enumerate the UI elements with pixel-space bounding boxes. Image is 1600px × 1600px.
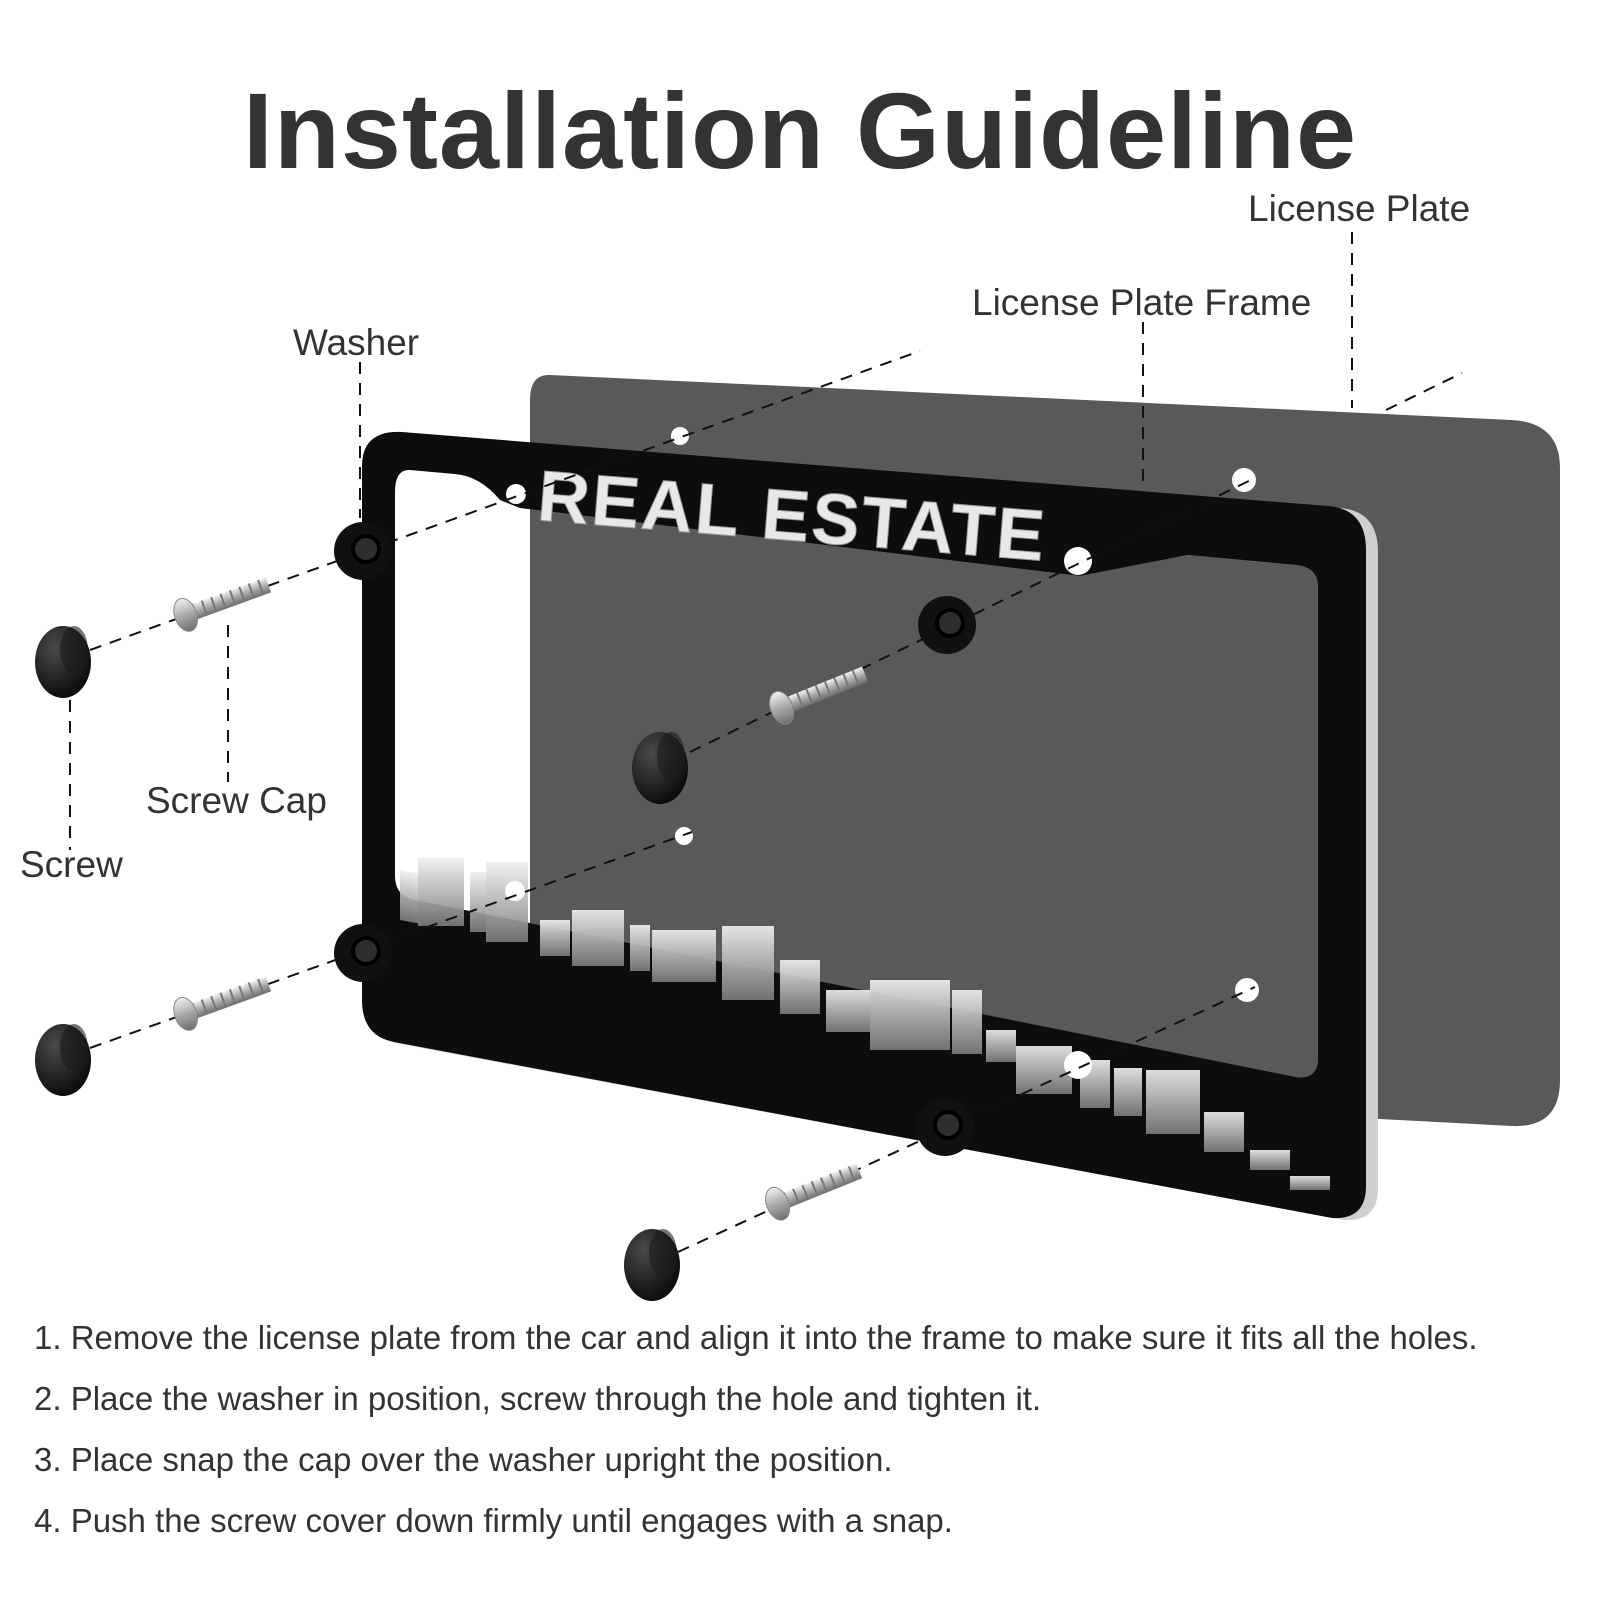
plate-hole [671, 427, 689, 445]
screw-bottom-right [765, 1163, 863, 1221]
cap-bottom-left [35, 1024, 91, 1096]
frame-hole [1064, 547, 1092, 575]
plate-hole [675, 827, 693, 845]
screw-top-left [173, 577, 272, 632]
washer-top-right [918, 596, 976, 654]
city-skyline [400, 858, 1330, 1190]
callout-license-plate: License Plate [1248, 188, 1471, 229]
cap-bottom-right [624, 1229, 680, 1301]
callout-washer: Washer [293, 322, 420, 363]
frame-hole [506, 484, 526, 504]
plate-hole [1232, 468, 1256, 492]
frame-body [362, 431, 1366, 1219]
callout-screw-cap: Screw Cap [146, 780, 327, 821]
page-title: Installation Guideline [242, 70, 1358, 191]
silver-screw-icon [769, 666, 869, 725]
cap-top-left [35, 626, 91, 698]
callout-screw: Screw [20, 844, 123, 885]
washer-bottom-right [916, 1098, 974, 1156]
callout-license-plate-frame: License Plate Frame [972, 282, 1312, 323]
step-4: 4. Push the screw cover down firmly unti… [34, 1502, 953, 1539]
screw-top-right [769, 666, 869, 725]
plate-hole [1235, 978, 1259, 1002]
silver-screw-icon [173, 976, 272, 1031]
frame-hole [1064, 1051, 1092, 1079]
silver-screw-icon [765, 1163, 863, 1221]
step-1: 1. Remove the license plate from the car… [34, 1319, 1478, 1356]
washer-bottom-left [334, 924, 392, 982]
installation-steps: 1. Remove the license plate from the car… [34, 1318, 1478, 1562]
frame-hole [505, 881, 525, 901]
step-2: 2. Place the washer in position, screw t… [34, 1380, 1042, 1417]
silver-screw-icon [173, 577, 272, 632]
cap-top-right [632, 732, 688, 804]
washer-top-left [334, 522, 392, 580]
screw-bottom-left [173, 976, 272, 1031]
step-3: 3. Place snap the cap over the washer up… [34, 1441, 893, 1478]
